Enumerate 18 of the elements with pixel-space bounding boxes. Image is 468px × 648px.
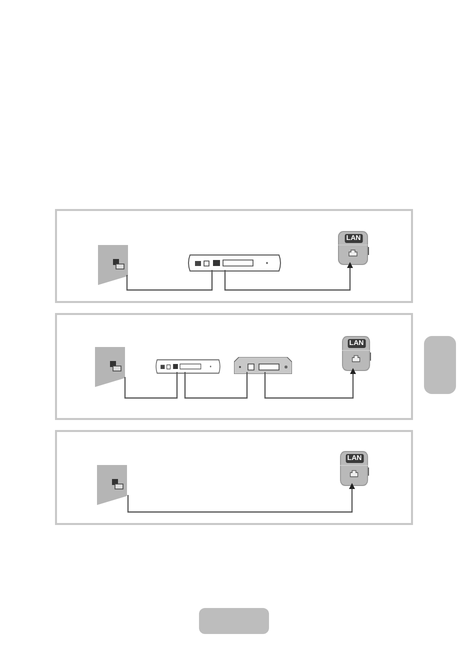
wall-lan-jack <box>95 347 125 387</box>
lan-cable <box>126 270 213 291</box>
tv-lan-port <box>340 451 369 486</box>
lan-cable <box>184 372 248 399</box>
lan-cable <box>127 483 355 513</box>
router-device <box>155 359 221 374</box>
lan-cable <box>264 368 356 399</box>
tv-lan-port <box>338 231 369 265</box>
lan-cable <box>224 262 353 291</box>
lan-cable <box>124 372 178 399</box>
tv-lan-port <box>342 336 371 371</box>
modem-device <box>234 357 292 374</box>
wall-lan-jack <box>97 465 127 505</box>
router-device <box>187 254 282 272</box>
wall-lan-jack <box>98 245 128 285</box>
connection-panel <box>55 209 413 303</box>
connection-panel <box>55 430 413 525</box>
connection-panel <box>55 313 413 420</box>
